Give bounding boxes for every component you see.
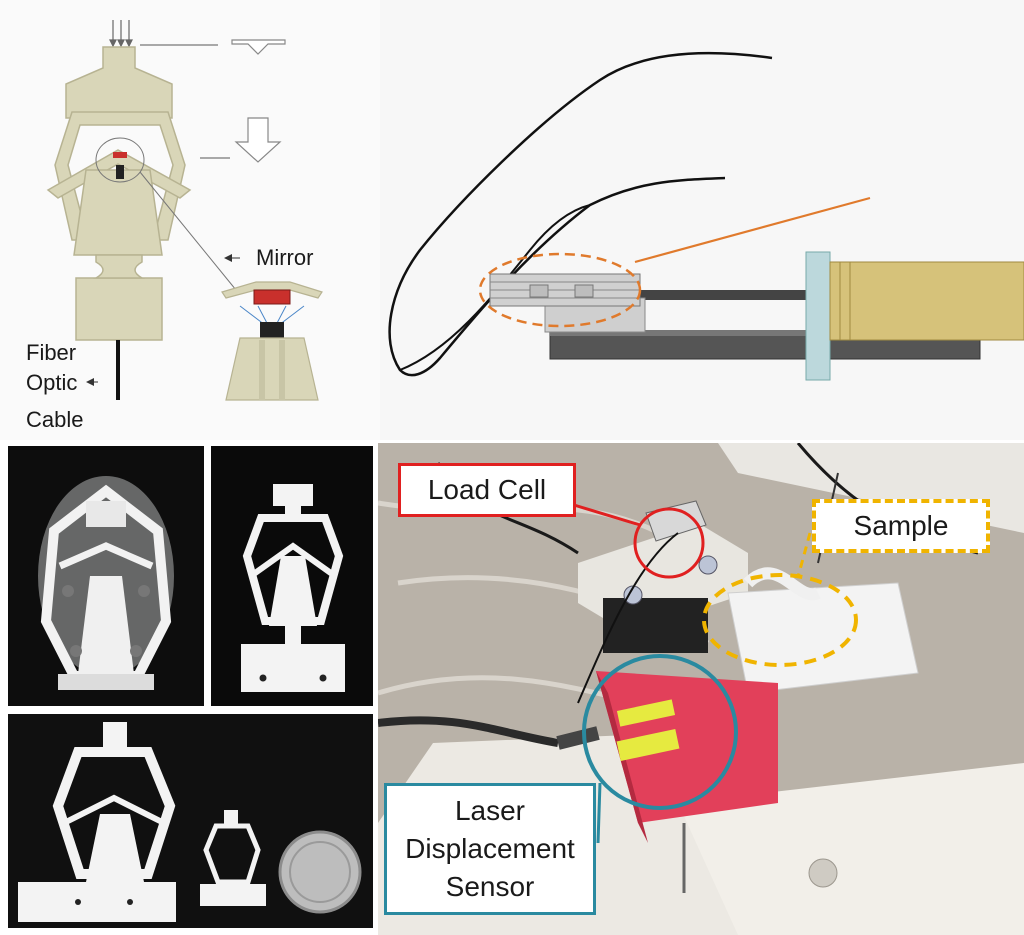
detail-circle — [95, 137, 145, 183]
photo-printed-sensor — [211, 446, 373, 706]
finger-cad-drawing — [388, 51, 1024, 381]
probe-rod — [630, 290, 880, 300]
sensor-callout-line1: Laser — [454, 795, 526, 826]
finger-inner-outline — [399, 204, 591, 371]
photo-size-comparison — [8, 714, 373, 928]
sample-callout: Sample — [812, 499, 990, 553]
experimental-setup-photo: Load Cell Sample Laser Displacement Sens… — [378, 443, 1024, 935]
sensor-body — [46, 46, 192, 341]
sensor-schematic-panel: Mirror Fiber Optic Cable — [0, 0, 380, 440]
sensor-callout-line2: Displacement — [405, 833, 575, 864]
load-cell-circle — [633, 507, 705, 579]
highlight-ellipse — [478, 252, 642, 328]
fiber-tip — [116, 165, 124, 179]
mirror-marker — [113, 152, 127, 158]
load-cell-callout: Load Cell — [398, 463, 576, 517]
sensor-callout-line3: Sensor — [445, 871, 535, 902]
force-arrows-icon — [109, 20, 133, 48]
sensor-callout: Laser Displacement Sensor — [384, 783, 596, 915]
finger-sensor-cad-panel — [380, 0, 1024, 440]
sensor-stack — [489, 273, 641, 307]
setup-callouts — [573, 503, 858, 844]
flange — [805, 251, 831, 381]
sensor-schematic-drawing — [46, 20, 323, 401]
fiber-label-line3: Cable — [26, 407, 84, 432]
fiber-label-line1: Fiber — [26, 340, 77, 365]
small-arrow-icon — [231, 39, 286, 55]
large-arrow-icon — [234, 117, 282, 163]
actuator-housing — [829, 261, 1024, 341]
mirror-label: Mirror — [256, 245, 314, 270]
sensor-circle — [582, 654, 738, 810]
fiber-label-line2: Optic — [26, 370, 78, 395]
sample-ellipse — [702, 573, 858, 667]
leader-line — [634, 196, 871, 264]
quarter-coin — [278, 830, 362, 914]
photo-encapsulated-sensor — [8, 446, 204, 706]
mirror-detail — [221, 281, 323, 401]
